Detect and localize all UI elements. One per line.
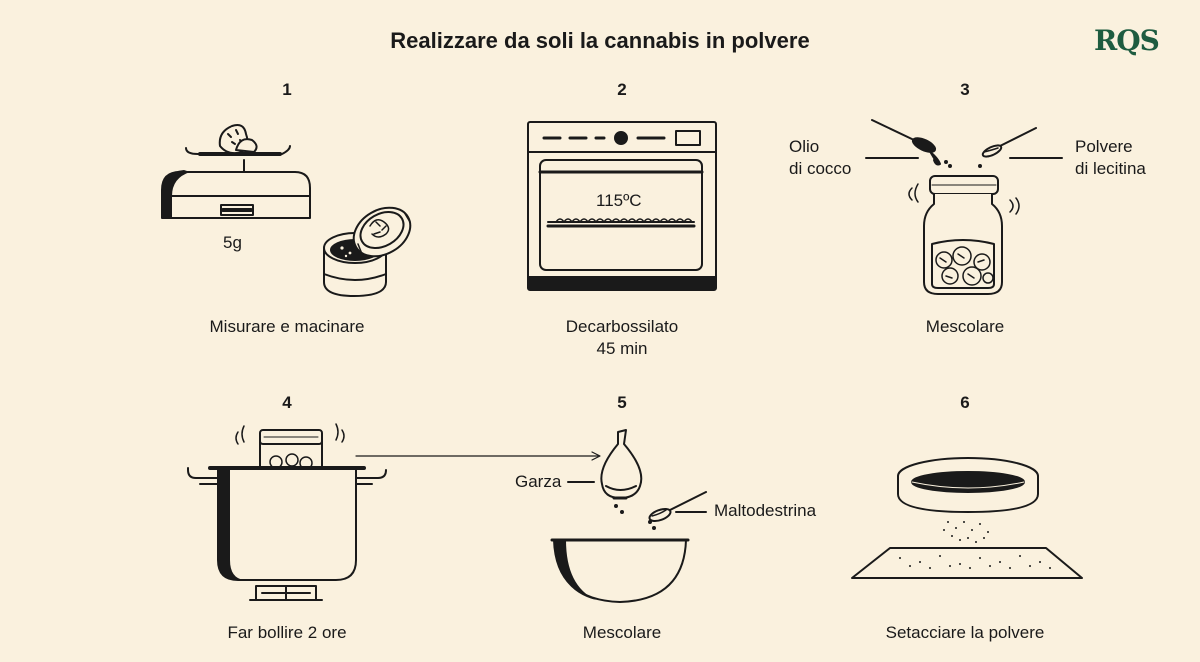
step-1-caption: Misurare e macinare <box>209 317 365 336</box>
step-5-number: 5 <box>617 393 627 412</box>
cooking-pot-icon <box>187 423 387 601</box>
kitchen-scale-icon <box>161 145 311 219</box>
cheesecloth-label: Garza <box>515 472 562 491</box>
lecithin-label: Polvere di lecitina <box>1075 137 1146 178</box>
cannabis-buds-icon <box>218 124 258 155</box>
maltodextrin-label: Maltodestrina <box>714 501 817 520</box>
coconut-oil-label: Olio di cocco <box>789 137 852 178</box>
cheesecloth-icon <box>567 429 643 514</box>
weight-label: 5g <box>223 233 242 252</box>
lecithin-spoon-icon <box>944 127 1063 168</box>
maltodextrin-spoon-icon <box>648 491 707 530</box>
powder-tray-icon <box>851 547 1083 579</box>
step-6-caption: Setacciare la polvere <box>885 623 1045 642</box>
rqs-logo: RQS <box>1094 24 1160 57</box>
step-4-caption: Far bollire 2 ore <box>227 623 347 642</box>
coconut-oil-spoon-icon <box>865 119 941 166</box>
step-3-number: 3 <box>960 80 970 99</box>
step-6-number: 6 <box>960 393 970 412</box>
herb-grinder-icon <box>323 206 412 297</box>
page-title: Realizzare da soli la cannabis in polver… <box>390 28 810 53</box>
step-2-number: 2 <box>617 80 627 99</box>
step-2-caption: Decarbossilato 45 min <box>565 317 679 358</box>
step-1-number: 1 <box>282 80 292 99</box>
sieve-icon <box>897 457 1039 543</box>
step-3-caption: Mescolare <box>925 317 1005 336</box>
oven-icon <box>527 121 717 291</box>
mason-jar-icon <box>908 175 1020 295</box>
temperature-label: 115ºC <box>596 191 642 210</box>
step-5-caption: Mescolare <box>582 623 662 642</box>
step-4-number: 4 <box>282 393 292 412</box>
arrow-icon <box>355 451 601 461</box>
mixing-bowl-icon <box>550 538 690 603</box>
